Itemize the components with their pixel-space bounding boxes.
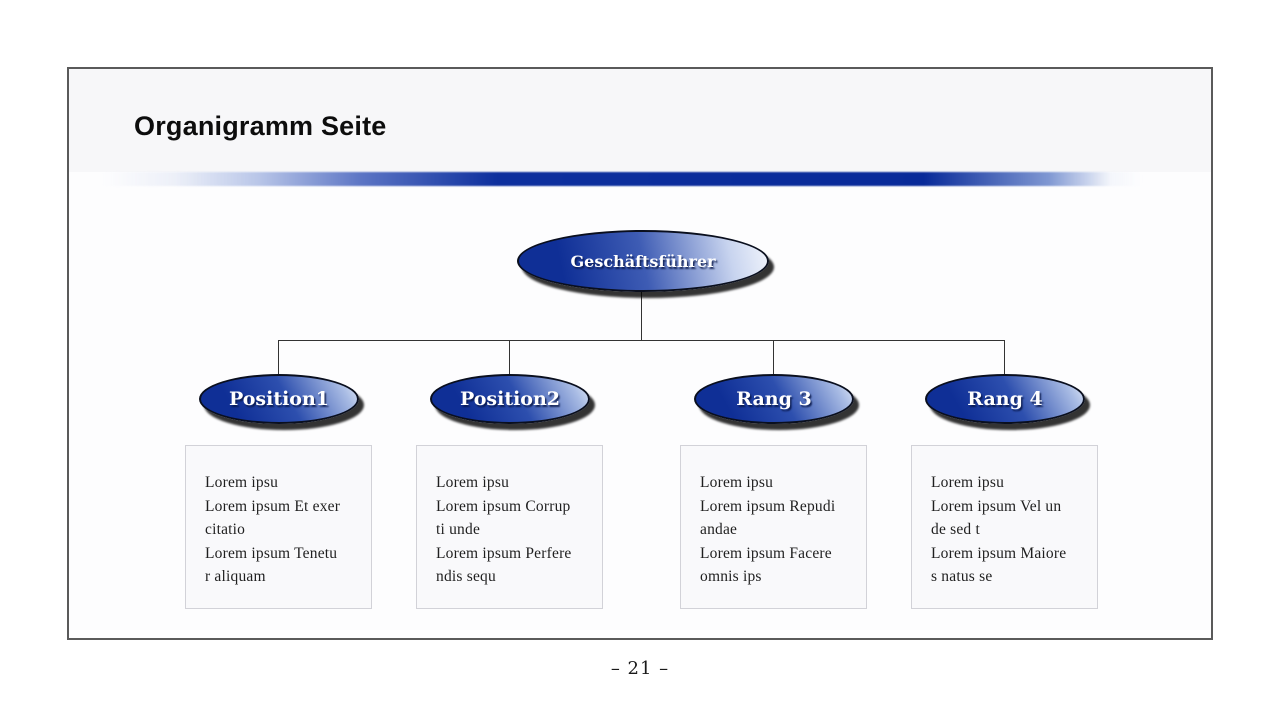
org-node-rang4-label: Rang 4 (967, 388, 1043, 410)
connector-child1-vertical (278, 340, 279, 376)
org-node-position1-label: Position1 (228, 388, 330, 410)
org-node-rang3: Rang 3 (694, 374, 854, 424)
slide-header-band (69, 69, 1211, 172)
note-line: Lorem ipsu (436, 474, 510, 491)
org-node-position2-label: Position2 (459, 388, 561, 410)
connector-horizontal-rail (278, 340, 1005, 341)
note-line: Lorem ipsum Corrup (436, 497, 571, 515)
note-line: andae (700, 521, 738, 538)
org-node-root: Geschäftsführer (517, 230, 769, 292)
note-line: Lorem ipsu (205, 474, 279, 491)
note-line: omnis ips (700, 568, 762, 585)
note-line: Lorem ipsum Facere (700, 544, 832, 562)
note-box-position2: Lorem ipsu Lorem ipsum Corrup ti unde Lo… (416, 445, 603, 609)
note-box-rang3: Lorem ipsu Lorem ipsum Repudi andae Lore… (680, 445, 867, 609)
note-line: Lorem ipsum Repudi (700, 497, 836, 515)
note-box-position1: Lorem ipsu Lorem ipsum Et exer citatio L… (185, 445, 372, 609)
note-line: Lorem ipsum Perfere (436, 544, 572, 562)
org-node-root-label: Geschäftsführer (570, 251, 716, 271)
note-line: de sed t (931, 521, 980, 538)
org-node-rang4: Rang 4 (925, 374, 1085, 424)
note-box-rang4: Lorem ipsu Lorem ipsum Vel un de sed t L… (911, 445, 1098, 609)
connector-root-vertical (641, 290, 642, 341)
note-line: ndis sequ (436, 568, 496, 585)
slide-title: Organigramm Seite (134, 111, 387, 141)
note-line: ti unde (436, 521, 481, 538)
connector-child3-vertical (773, 340, 774, 376)
page-number: – 21 – (610, 658, 670, 679)
connector-child2-vertical (509, 340, 510, 376)
org-node-rang3-label: Rang 3 (736, 388, 812, 410)
note-line: r aliquam (205, 568, 266, 585)
note-line: Lorem ipsum Tenetu (205, 544, 338, 562)
connector-child4-vertical (1004, 340, 1005, 376)
org-node-position1: Position1 (199, 374, 359, 424)
note-line: Lorem ipsum Et exer (205, 497, 341, 515)
note-line: Lorem ipsum Vel un (931, 497, 1062, 515)
note-line: Lorem ipsu (700, 474, 774, 491)
org-node-position2: Position2 (430, 374, 590, 424)
note-line: Lorem ipsu (931, 474, 1005, 491)
note-line: s natus se (931, 568, 993, 585)
title-underline-gradient-bar (102, 172, 1142, 186)
note-line: Lorem ipsum Maiore (931, 544, 1067, 562)
slide-canvas: Organigramm Seite Geschäftsführer Positi… (67, 67, 1213, 640)
note-line: citatio (205, 521, 246, 538)
